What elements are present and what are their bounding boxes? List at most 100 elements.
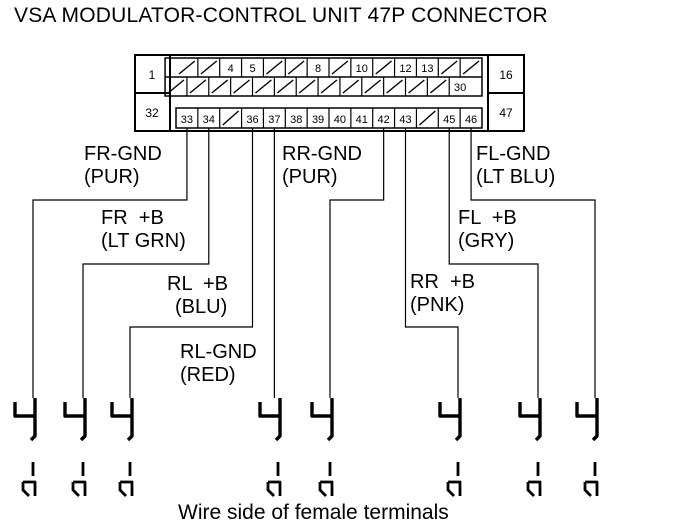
unused-pin-slash [342, 79, 360, 94]
diagram-title: VSA MODULATOR-CONTROL UNIT 47P CONNECTOR [14, 4, 548, 27]
pin-number: 33 [181, 114, 193, 126]
pin-number: 42 [378, 114, 390, 126]
terminal-upper [110, 398, 134, 442]
wire-color: (LT GRN) [101, 230, 186, 252]
terminal-upper [63, 398, 87, 442]
unused-pin-slash [167, 79, 185, 94]
wire-label-rr-b: RR +B (PNK) [410, 271, 475, 317]
unused-pin-slash [233, 79, 250, 94]
wire-name: RL-GND [180, 341, 257, 363]
pin-number: 46 [465, 114, 477, 126]
terminal-symbols [13, 398, 599, 497]
terminal-lower [21, 462, 37, 497]
wire-line [404, 128, 459, 398]
unused-pin-slash [178, 60, 196, 75]
wire-line [448, 128, 539, 398]
wire-label-fl-b: FL +B (GRY) [458, 207, 517, 253]
pin-number: 4 [228, 63, 234, 75]
female-terminal-symbol [575, 398, 599, 497]
wire-line [129, 128, 254, 398]
unused-pin-slash [364, 79, 382, 94]
wire-color: (BLU) [175, 296, 228, 318]
wire-color: (PNK) [410, 294, 465, 316]
wire-color: (PUR) [282, 166, 338, 188]
unused-pin-slash [255, 79, 272, 94]
diagram-caption: Wire side of female terminals [178, 501, 449, 524]
wire-lines [32, 128, 596, 398]
unused-pin-slash [440, 60, 458, 75]
pin-number: 30 [454, 82, 466, 94]
pin-number: 47 [499, 106, 513, 120]
pin-number: 32 [145, 106, 159, 120]
pin-number: 34 [203, 114, 215, 126]
pin-number: 45 [443, 114, 455, 126]
wire-name: FR-GND [84, 143, 162, 165]
wire-label-fr-b: FR +B (LT GRN) [101, 207, 186, 253]
terminal-lower [526, 462, 542, 497]
terminal-lower [266, 462, 282, 497]
terminal-upper [438, 398, 462, 442]
pin-number: 16 [499, 68, 513, 82]
wire-color: (LT BLU) [476, 166, 556, 188]
unused-pin-slash [298, 79, 316, 94]
wire-color: (GRY) [458, 230, 515, 252]
wire-label-fl-gnd: FL-GND (LT BLU) [476, 143, 555, 189]
wire-line [32, 128, 188, 398]
wire-label-fr-gnd: FR-GND (PUR) [84, 143, 162, 189]
terminal-upper [258, 398, 282, 442]
pin-number: 12 [399, 63, 411, 75]
female-terminal-symbol [13, 398, 37, 497]
pin-number: 10 [356, 63, 368, 75]
pin-number: 43 [399, 114, 411, 126]
wire-line [470, 128, 596, 398]
terminal-lower [71, 462, 87, 497]
wire-label-rl-b: RL +B (BLU) [167, 273, 228, 319]
pin-number: 36 [246, 114, 258, 126]
pin-number: 39 [312, 114, 324, 126]
unused-pin-slash [222, 110, 240, 126]
terminal-lower [318, 462, 334, 497]
unused-pin-slash [276, 79, 294, 94]
female-terminal-symbol [258, 398, 282, 497]
terminal-lower [583, 462, 599, 497]
unused-pin-slash [265, 60, 283, 75]
unused-pin-slash [200, 60, 218, 75]
female-terminal-symbol [110, 398, 134, 497]
terminal-upper [575, 398, 599, 442]
wire-color: (RED) [180, 364, 236, 386]
unused-pin-slash [320, 79, 338, 94]
wire-name: FL-GND [476, 143, 551, 165]
pin-number: 8 [315, 63, 321, 75]
pin-number: 13 [421, 63, 433, 75]
unused-pin-slash [287, 60, 305, 75]
pin-number: 38 [290, 114, 302, 126]
wire-name: RR +B [410, 271, 476, 293]
unused-pin-slash [429, 79, 447, 94]
unused-pin-slash [462, 60, 480, 75]
unused-pin-slash [408, 79, 425, 94]
wire-line [329, 128, 385, 398]
pin-number: 41 [356, 114, 368, 126]
terminal-lower [118, 462, 134, 497]
unused-pin-slash [375, 60, 393, 75]
wire-name: FR +B [101, 207, 164, 229]
wire-line [82, 128, 210, 398]
terminal-upper [518, 398, 542, 442]
unused-pin-slash [189, 79, 207, 94]
female-terminal-symbol [518, 398, 542, 497]
unused-pin-slash [331, 60, 349, 75]
unused-pin-slash [211, 79, 229, 94]
pin-number: 5 [249, 63, 255, 75]
terminal-lower [446, 462, 462, 497]
female-terminal-symbol [310, 398, 334, 497]
terminal-upper [13, 398, 37, 442]
wire-name: FL +B [458, 207, 517, 229]
wire-name: RL +B [167, 273, 228, 295]
unused-pin-slash [386, 79, 403, 94]
pin-number: 1 [149, 68, 156, 82]
unused-pin-slash [418, 110, 436, 126]
pin-number: 37 [268, 114, 280, 126]
